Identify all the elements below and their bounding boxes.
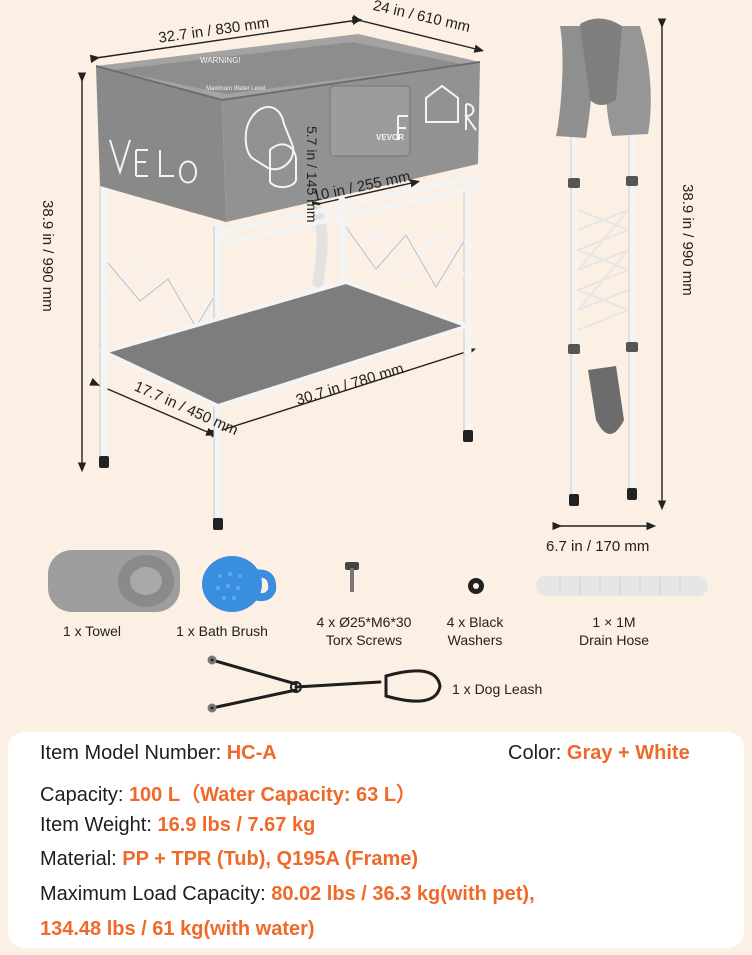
spec-model: Item Model Number: HC-A — [40, 742, 277, 764]
accessory-screws-label: 4 x Ø25*M6*30 Torx Screws — [316, 614, 412, 648]
towel-image — [48, 550, 180, 612]
bath-tub-illustration: WARNING! Maximum Water Level VEVOR — [48, 14, 708, 713]
dog-leash-image — [207, 655, 442, 713]
spec-max-load-water: 134.48 lbs / 61 kg(with water) — [40, 918, 315, 940]
max-level-text: Maximum Water Level — [206, 86, 265, 92]
accessory-towel-label: 1 x Towel — [62, 623, 122, 639]
spec-color: Color: Gray + White — [508, 742, 690, 764]
tub: WARNING! Maximum Water Level VEVOR — [95, 34, 481, 222]
drain-hose-image — [536, 576, 708, 596]
bottom-shelf — [98, 279, 475, 409]
spec-weight: Item Weight: 16.9 lbs / 7.67 kg — [40, 814, 316, 836]
warning-text: WARNING! — [200, 56, 241, 65]
spec-panel: Item Model Number: HC-A Color: Gray + Wh… — [8, 732, 744, 948]
spec-max-load: Maximum Load Capacity: 80.02 lbs / 36.3 … — [40, 883, 535, 905]
dimension-pocket-height: 5.7 in / 145 mm — [304, 126, 320, 223]
accessory-brush-label: 1 x Bath Brush — [176, 623, 268, 639]
accessory-washers-label: 4 x Black Washers — [446, 614, 504, 648]
dimension-height-front: 38.9 in / 990 mm — [39, 200, 56, 312]
brand-print: VEVOR — [376, 133, 404, 142]
spec-material: Material: PP + TPR (Tub), Q195A (Frame) — [40, 848, 419, 870]
torx-screw-image — [345, 562, 359, 592]
washer-image — [468, 578, 484, 594]
folded-view — [556, 18, 651, 506]
accessory-hose-label: 1 × 1M Drain Hose — [578, 614, 650, 648]
dimension-height-side: 38.9 in / 990 mm — [679, 184, 696, 296]
accessory-leash-label: 1 x Dog Leash — [452, 681, 543, 697]
frame-legs — [100, 182, 472, 524]
spec-capacity: Capacity: 100 L（Water Capacity: 63 L） — [40, 784, 417, 806]
dimension-folded-width: 6.7 in / 170 mm — [546, 538, 650, 555]
bath-brush-image — [202, 556, 277, 612]
